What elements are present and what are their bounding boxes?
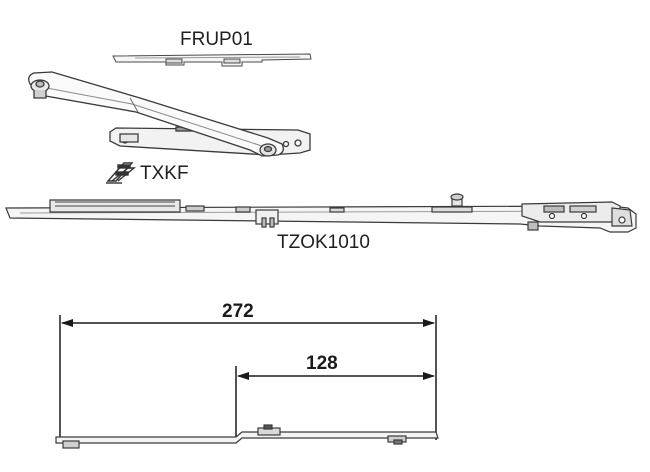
frup01-strip	[112, 53, 312, 67]
tzok1010-label: TZOK1010	[277, 232, 370, 253]
dimension-128-line	[235, 366, 435, 440]
dimension-272-line	[59, 315, 437, 440]
frup01-label: FRUP01	[180, 29, 253, 50]
dimension-128-label: 128	[306, 353, 338, 374]
product-symbol-icon	[106, 162, 136, 184]
dimension-272-label: 272	[222, 301, 254, 322]
txkf-label: TXKF	[140, 163, 189, 184]
txkf-stay-arm	[28, 71, 311, 157]
tzok1010-rail	[5, 193, 637, 233]
bottom-profile	[55, 424, 439, 449]
